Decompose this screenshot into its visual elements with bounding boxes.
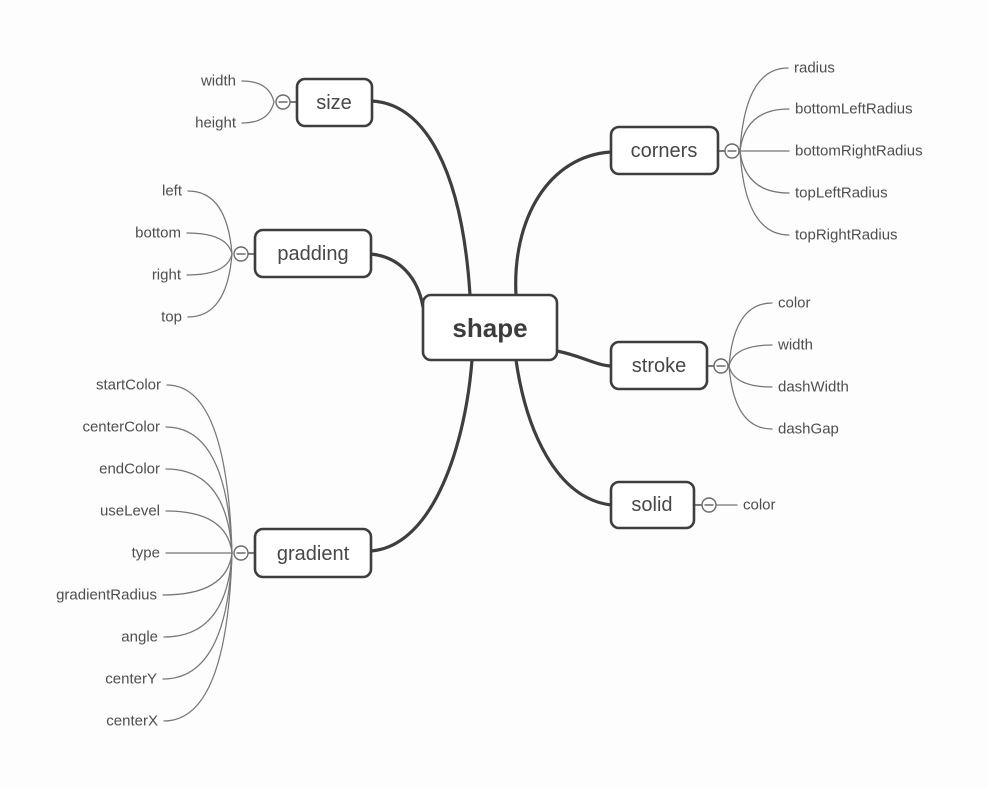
edge-stroke-dashWidth (728, 365, 773, 388)
edge-padding-bottom (186, 232, 233, 255)
branch-node-label: size (316, 92, 352, 114)
edge-corners-radius (739, 67, 789, 152)
leaf-node-endColor[interactable]: endColor (99, 461, 160, 478)
leaf-node-centerY[interactable]: centerY (105, 671, 157, 688)
edge-root-corners (514, 150, 613, 297)
edge-stroke-color (728, 302, 773, 367)
leaf-node-gradientRadius[interactable]: gradientRadius (56, 587, 157, 604)
leaf-node-bottomRightRadius[interactable]: bottomRightRadius (795, 143, 923, 160)
edge-gradient-angle (163, 552, 233, 638)
edge-root-size (370, 99, 472, 297)
edge-corners-topRightRadius (739, 150, 790, 236)
root-node-label: shape (452, 313, 527, 343)
root-node-box[interactable] (421, 293, 559, 362)
branch-node-gradient[interactable]: gradient (253, 527, 373, 579)
edge-root-gradient (369, 358, 474, 553)
leaf-node-useLevel[interactable]: useLevel (100, 503, 160, 520)
leaf-node-right[interactable]: right (152, 267, 182, 284)
edge-gradient-useLevel (165, 510, 233, 554)
edge-padding-left (187, 190, 233, 255)
edge-padding-top (187, 253, 233, 318)
branch-node-box[interactable] (295, 77, 374, 128)
branch-node-label: gradient (277, 543, 350, 565)
size-collapse-toggle[interactable] (275, 94, 291, 110)
padding-collapse-toggle[interactable] (233, 246, 249, 262)
leaf-node-centerColor[interactable]: centerColor (82, 419, 160, 436)
leaf-node-centerX[interactable]: centerX (106, 713, 158, 730)
branch-node-box[interactable] (253, 527, 373, 579)
edge-gradient-centerColor (165, 426, 233, 554)
solid-collapse-toggle[interactable] (701, 497, 717, 513)
leaf-node-radius[interactable]: radius (794, 60, 835, 77)
leaf-node-top[interactable]: top (161, 309, 182, 326)
edge-root-solid (514, 358, 613, 507)
edge-root-padding (369, 252, 425, 309)
stroke-collapse-toggle[interactable] (713, 358, 729, 374)
leaf-node-solid-color[interactable]: color (743, 497, 776, 514)
branch-node-box[interactable] (253, 228, 373, 279)
leaf-node-bottomLeftRadius[interactable]: bottomLeftRadius (795, 101, 913, 118)
branch-node-label: stroke (632, 355, 686, 377)
leaf-node-left[interactable]: left (162, 183, 183, 200)
edge-root-stroke (555, 349, 613, 368)
edge-padding-right (186, 253, 233, 276)
branch-node-padding[interactable]: padding (253, 228, 373, 279)
branch-node-solid[interactable]: solid (609, 480, 696, 530)
leaf-node-dashWidth[interactable]: dashWidth (778, 379, 849, 396)
leaf-node-startColor[interactable]: startColor (96, 377, 161, 394)
edge-corners-bottomLeftRadius (739, 108, 790, 152)
edge-gradient-centerY (162, 552, 233, 680)
branch-node-box[interactable] (609, 125, 720, 176)
leaf-node-width[interactable]: width (200, 73, 236, 90)
leaf-node-topRightRadius[interactable]: topRightRadius (795, 227, 898, 244)
edge-size-height (241, 101, 275, 124)
leaf-node-angle[interactable]: angle (121, 629, 158, 646)
edge-gradient-gradientRadius (162, 552, 233, 596)
leaf-node-dashGap[interactable]: dashGap (778, 421, 839, 438)
root-node-shape[interactable]: shape (421, 293, 559, 362)
edge-gradient-centerX (163, 552, 233, 722)
branch-node-label: corners (631, 140, 698, 162)
branch-node-box[interactable] (609, 340, 709, 391)
branch-node-size[interactable]: size (295, 77, 374, 128)
leaf-node-type[interactable]: type (132, 545, 160, 562)
leaf-node-stroke-width[interactable]: width (777, 337, 813, 354)
leaf-node-stroke-color[interactable]: color (778, 295, 811, 312)
gradient-collapse-toggle[interactable] (233, 545, 249, 561)
edge-size-width (241, 80, 275, 103)
branch-node-box[interactable] (609, 480, 696, 530)
branch-node-label: padding (277, 243, 348, 265)
edge-corners-topLeftRadius (739, 150, 790, 194)
branch-node-corners[interactable]: corners (609, 125, 720, 176)
branch-node-stroke[interactable]: stroke (609, 340, 709, 391)
edge-gradient-startColor (166, 384, 233, 554)
edge-stroke-width (728, 344, 773, 367)
leaf-node-bottom[interactable]: bottom (135, 225, 181, 242)
edge-stroke-dashGap (728, 365, 773, 430)
edge-gradient-endColor (165, 468, 233, 554)
corners-collapse-toggle[interactable] (724, 143, 740, 159)
branch-node-label: solid (631, 494, 672, 516)
leaf-node-height[interactable]: height (195, 115, 237, 132)
leaf-node-topLeftRadius[interactable]: topLeftRadius (795, 185, 888, 202)
